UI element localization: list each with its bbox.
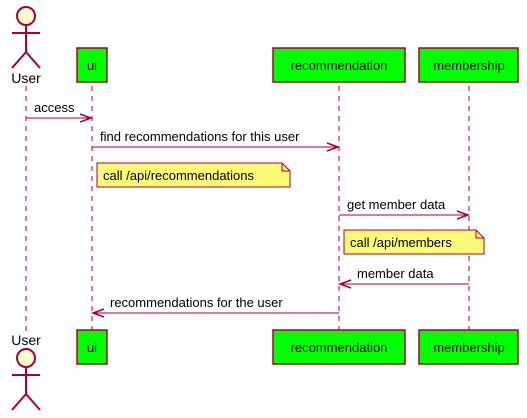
participant-ui-bottom: ui (76, 329, 108, 365)
participant-membership-bottom-label: membership (433, 340, 505, 355)
participant-ui-top-label: ui (87, 58, 97, 73)
note-call-api-recommendations: call /api/recommendations (96, 162, 291, 188)
message-recommendations-for-user: recommendations for the user (90, 295, 339, 318)
actor-user-bottom-label: User (11, 332, 41, 348)
message-find-recommendations: find recommendations for this user (92, 129, 341, 152)
participant-membership-top-label: membership (433, 58, 505, 73)
message-find-recommendations-label: find recommendations for this user (100, 129, 300, 144)
participant-recommendation-bottom: recommendation (272, 329, 406, 365)
message-recommendations-for-user-label: recommendations for the user (110, 295, 283, 310)
actor-user-top-label: User (11, 70, 41, 86)
participant-ui-top: ui (76, 47, 108, 83)
note-call-api-members: call /api/members (343, 229, 485, 255)
participant-recommendation-top: recommendation (272, 47, 406, 83)
message-get-member-data: get member data (339, 197, 471, 220)
participant-recommendation-top-label: recommendation (291, 58, 388, 73)
message-member-data: member data (337, 266, 469, 289)
message-member-data-label: member data (357, 266, 434, 281)
actor-user-top-icon (11, 6, 41, 69)
participant-recommendation-bottom-label: recommendation (291, 340, 388, 355)
participant-membership-top: membership (418, 47, 519, 83)
message-access-label: access (34, 100, 75, 115)
note-call-api-members-label: call /api/members (350, 235, 452, 250)
participant-membership-bottom: membership (418, 329, 519, 365)
actor-user-bottom-icon (11, 348, 41, 411)
note-call-api-recommendations-label: call /api/recommendations (103, 168, 255, 183)
participant-ui-bottom-label: ui (87, 340, 97, 355)
message-access: access (26, 100, 94, 123)
message-get-member-data-label: get member data (347, 197, 446, 212)
